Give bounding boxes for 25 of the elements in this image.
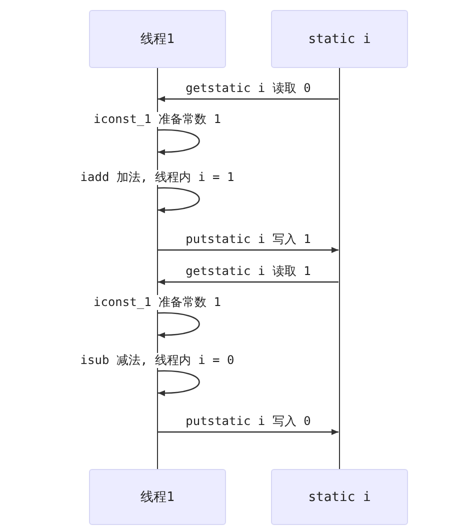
message-arrow [158,279,338,285]
message-arrow [158,96,338,102]
message-arrow [158,247,338,253]
self-arrow [158,187,200,213]
edge-label: putstatic i 写入 0 [184,414,313,429]
participant-name: 线程1 [140,31,174,48]
participant-name: static i [308,490,371,504]
self-arrow [158,312,200,338]
edge-label: getstatic i 读取 0 [184,81,313,96]
participant-box [271,10,408,68]
participant-box [89,469,226,525]
self-arrow [158,129,200,155]
message-arrow [158,429,338,435]
edge-label: iconst_1 准备常数 1 [92,112,223,127]
edge-label: iadd 加法, 线程内 i = 1 [78,170,236,185]
participant-name: static i [308,32,371,46]
participant-name: 线程1 [140,489,174,506]
edge-label: iconst_1 准备常数 1 [92,295,223,310]
edge-label: getstatic i 读取 1 [184,264,313,279]
self-arrow [158,370,200,396]
edge-label: putstatic i 写入 1 [184,232,313,247]
participant-box [89,10,226,68]
participant-box [271,469,408,525]
lifeline [338,68,340,469]
edge-label: isub 减法, 线程内 i = 0 [78,353,236,368]
